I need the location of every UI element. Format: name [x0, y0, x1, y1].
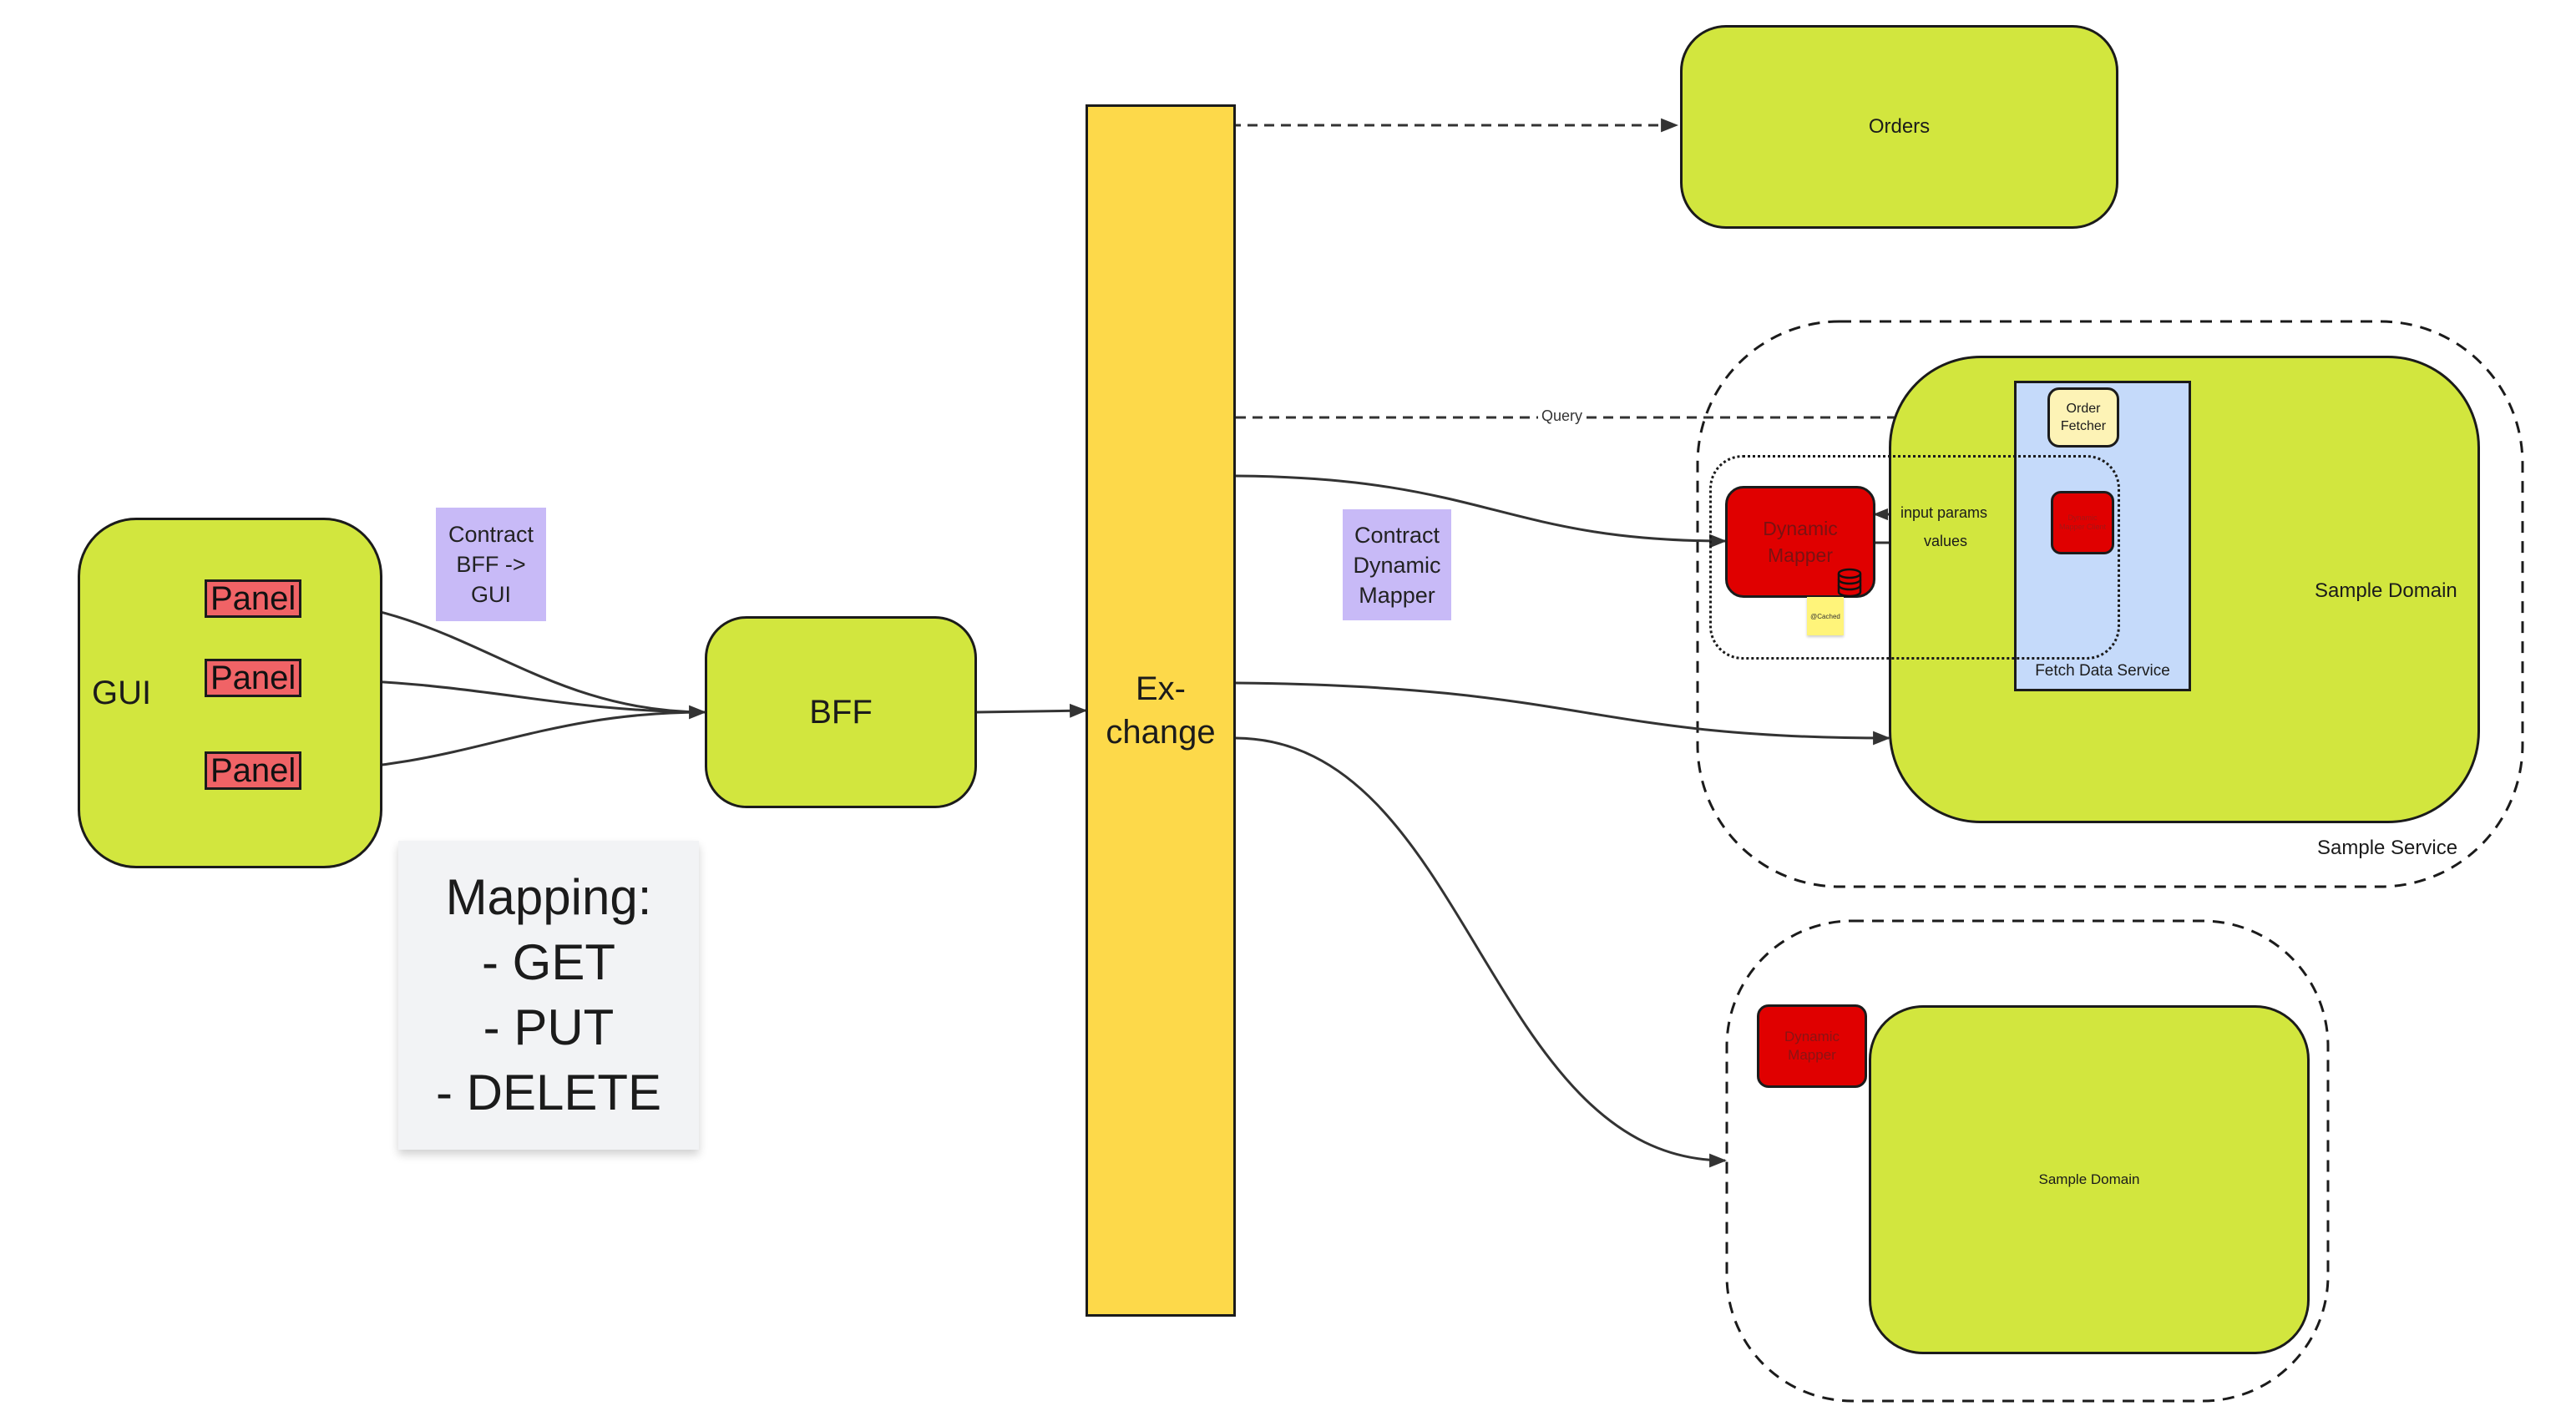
input-params-label: input params [1897, 504, 1991, 522]
exchange-to-orders-connector [1186, 118, 1679, 416]
order-fetcher-box[interactable]: Order Fetcher [2047, 387, 2119, 448]
gui-panel-3[interactable]: Panel [205, 751, 302, 790]
lower-sample-domain-box[interactable]: Sample Domain [1869, 1005, 2310, 1354]
fetch-data-service-label: Fetch Data Service [2035, 662, 2170, 680]
bff-box[interactable]: BFF [705, 616, 977, 808]
query-label: Query [1538, 407, 1587, 425]
lower-dynamic-mapper-box[interactable]: Dynamic Mapper [1757, 1004, 1867, 1088]
mapping-item-put: - PUT [483, 999, 615, 1055]
exchange-to-dynamic-mapper-connector [1235, 474, 1728, 549]
values-label: values [1921, 533, 1971, 550]
exchange-label-line1: Ex- [1136, 670, 1186, 707]
exchange-to-lower-service-connector [1235, 736, 1728, 1168]
dynamic-mapper-lib-container [1709, 455, 2120, 660]
sample-service-label: Sample Service [2317, 837, 2458, 859]
exchange-to-sample-domain-connector [1235, 681, 1891, 746]
sample-service-boundary [1696, 320, 2524, 888]
database-icon [1837, 568, 1862, 598]
sample-domain-label: Sample Domain [2315, 579, 2457, 602]
mapping-item-delete: - DELETE [435, 1065, 662, 1120]
mapping-title: Mapping: [445, 869, 652, 925]
gui-panel-1[interactable]: Panel [205, 579, 302, 618]
exchange-label-line2: change [1106, 714, 1216, 751]
mapping-item-get: - GET [482, 934, 615, 990]
orders-box[interactable]: Orders [1680, 25, 2118, 229]
dynamic-mapper-box[interactable]: Dynamic Mapper [1725, 486, 1875, 598]
gui-panel-2[interactable]: Panel [205, 659, 302, 697]
lower-service-boundary [1725, 919, 2330, 1403]
bff-to-exchange-connector [976, 703, 1088, 718]
contract-bff-gui-note: Contract BFF -> GUI [436, 508, 546, 621]
gui-label: GUI [92, 675, 152, 711]
contract-dynamic-mapper-note: Contract Dynamic Mapper [1343, 509, 1451, 620]
mapping-note: Mapping: - GET - PUT - DELETE [398, 841, 699, 1150]
cached-note: @Cached [1807, 597, 1844, 635]
dynamic-mapper-client-box[interactable]: Dynamic Mapper Client [2051, 491, 2114, 554]
exchange-box[interactable]: Ex- change [1086, 104, 1236, 1317]
